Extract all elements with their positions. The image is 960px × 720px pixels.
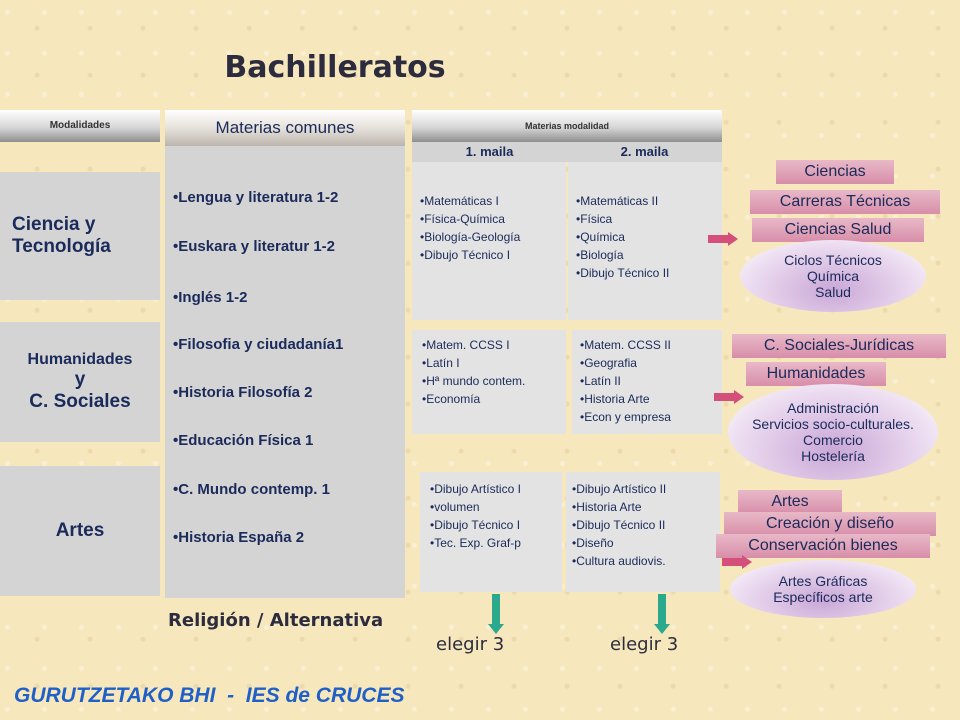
ciclo-item: Ciclos Técnicos	[784, 252, 882, 268]
subject-item: Historia Arte	[580, 390, 722, 408]
subject-item: Latín II	[580, 372, 722, 390]
subject-item: Matemáticas I	[420, 192, 566, 210]
subject-item: Física-Química	[420, 210, 566, 228]
maila2-label: 2. maila	[620, 144, 669, 159]
ciclo-item: Hostelería	[801, 448, 865, 464]
comunes-item: •Filosofia y ciudadanía1	[173, 336, 344, 353]
humanidades-m2-box: Matem. CCSS II Geografia Latín II Histor…	[572, 330, 722, 434]
subject-item: Tec. Exp. Graf-p	[430, 534, 562, 552]
salida-carreras-tecnicas: Carreras Técnicas	[750, 190, 940, 214]
page-title: Bachilleratos	[224, 50, 446, 85]
ciclo-item: Química	[806, 268, 860, 284]
ciencia-m1-box: Matemáticas I Física-Química Biología-Ge…	[412, 162, 566, 320]
modalidad-ciencia-line2: Tecnología	[12, 236, 111, 257]
subject-item: Matem. CCSS II	[580, 336, 722, 354]
subject-item: Dibujo Técnico I	[430, 516, 562, 534]
salida-humanidades: Humanidades	[746, 362, 886, 386]
comunes-header: Materias comunes	[165, 110, 405, 146]
salida-csociales-juridicas: C. Sociales-Jurídicas	[732, 334, 946, 358]
comunes-item: •C. Mundo contemp. 1	[173, 481, 330, 498]
subject-item: Biología	[576, 246, 722, 264]
subject-item: Dibujo Técnico II	[572, 516, 720, 534]
comunes-item: •Educación Física 1	[173, 432, 314, 449]
religion-label: Religión / Alternativa	[168, 610, 384, 631]
subject-item: Matemáticas II	[576, 192, 722, 210]
ciclo-item: Artes Gráficas	[778, 573, 868, 589]
subject-item: Geografia	[580, 354, 722, 372]
subject-item: Biología-Geología	[420, 228, 566, 246]
comunes-item: •Historia España 2	[173, 529, 305, 546]
elegir-label-1: elegir 3	[436, 634, 505, 655]
comunes-item: •Inglés 1-2	[173, 289, 248, 306]
subject-item: Diseño	[572, 534, 720, 552]
arrow-right-icon	[708, 232, 738, 246]
subject-item: Latín I	[422, 354, 566, 372]
subject-item: Química	[576, 228, 722, 246]
artes-m2-box: Dibujo Artístico II Historia Arte Dibujo…	[566, 472, 720, 592]
subject-item: Economía	[422, 390, 566, 408]
comunes-item: •Euskara y literatur 1-2	[173, 238, 336, 255]
salida-ciencias-salud: Ciencias Salud	[752, 218, 924, 242]
arrow-down-icon	[654, 594, 670, 634]
artes-m1-box: Dibujo Artístico I volumen Dibujo Técnic…	[420, 472, 562, 592]
subject-item: volumen	[430, 498, 562, 516]
ciencia-m2-box: Matemáticas II Física Química Biología D…	[568, 162, 722, 320]
modalidad-ciencia-line1: Ciencia y	[12, 214, 96, 235]
modalidad-ciencia-tecnologia: Ciencia y Tecnología	[0, 172, 160, 300]
modalidades-header: Modalidades	[0, 110, 160, 142]
salida-creacion-diseno: Creación y diseño	[724, 512, 936, 536]
subject-item: Dibujo Artístico I	[430, 480, 562, 498]
salida-artes: Artes	[738, 490, 842, 514]
maila1-label: 1. maila	[465, 144, 514, 159]
arrow-right-icon	[714, 390, 744, 404]
arrow-right-icon	[722, 555, 752, 569]
modalidad-header: Materias modalidad	[412, 110, 722, 142]
elegir-label-2: elegir 3	[610, 634, 679, 655]
subject-item: Dibujo Artístico II	[572, 480, 720, 498]
ciclo-item: Comercio	[803, 432, 863, 448]
subject-item: Econ y empresa	[580, 408, 722, 426]
humanidades-m1-box: Matem. CCSS I Latín I Hª mundo contem. E…	[412, 330, 566, 434]
subject-item: Cultura audiovis.	[572, 552, 720, 570]
modalidad-humanidades-line1: Humanidades	[27, 351, 133, 368]
modalidad-humanidades-line3: C. Sociales	[29, 391, 131, 412]
salida-conservacion-bienes: Conservación bienes	[716, 534, 930, 558]
ciclo-item: Específicos arte	[773, 589, 873, 605]
subject-item: Física	[576, 210, 722, 228]
subject-item: Matem. CCSS I	[422, 336, 566, 354]
comunes-item: •Lengua y literatura 1-2	[173, 189, 339, 206]
subject-item: Historia Arte	[572, 498, 720, 516]
modalidad-artes: Artes	[0, 466, 160, 596]
ciclo-item: Administración	[787, 400, 879, 416]
ciclo-item: Salud	[815, 284, 851, 300]
comunes-item: •Historia Filosofía 2	[173, 384, 313, 401]
subject-item: Dibujo Técnico II	[576, 264, 722, 282]
comunes-list: •Lengua y literatura 1-2 •Euskara y lite…	[165, 146, 405, 598]
modalidad-humanidades: Humanidades y C. Sociales	[0, 322, 160, 442]
footer-school-name: GURUTZETAKO BHI - IES de CRUCES	[14, 684, 405, 707]
salida-ciencias: Ciencias	[776, 160, 894, 184]
modalidad-humanidades-line2: y	[74, 369, 86, 390]
ciclos-ciencia-oval: Ciclos Técnicos Química Salud	[740, 240, 926, 312]
maila-headers: 1. maila 2. maila	[412, 142, 722, 162]
arrow-down-icon	[488, 594, 504, 634]
subject-item: Hª mundo contem.	[422, 372, 566, 390]
ciclos-artes-oval: Artes Gráficas Específicos arte	[730, 560, 916, 618]
modalidad-artes-line1: Artes	[55, 520, 105, 541]
ciclo-item: Servicios socio-culturales.	[752, 416, 914, 432]
ciclos-humanidades-oval: Administración Servicios socio-culturale…	[728, 384, 938, 480]
subject-item: Dibujo Técnico I	[420, 246, 566, 264]
